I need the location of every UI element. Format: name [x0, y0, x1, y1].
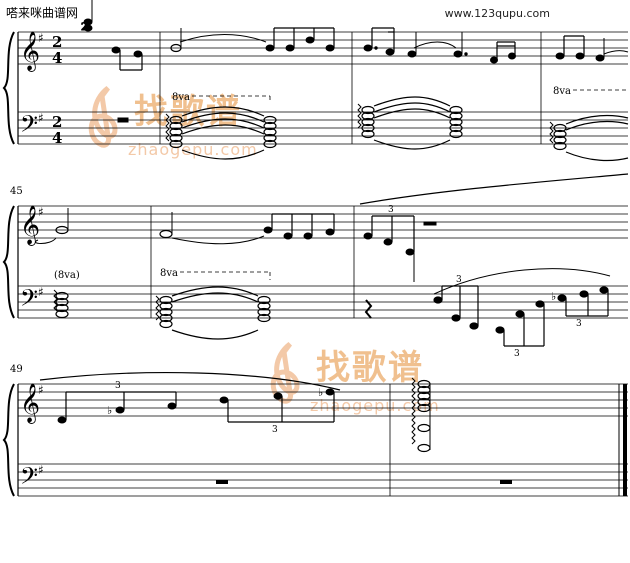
notes-system-2-treble: 3: [35, 173, 629, 282]
system-1: [2, 31, 628, 145]
notes-system-2-bass: (8va) 8va 3 3: [53, 268, 611, 359]
key-sharp-icon: ♯: [38, 463, 44, 477]
system-2: [2, 205, 628, 319]
ottava-label: 8va: [160, 268, 178, 279]
flat-icon: ♭: [107, 404, 112, 417]
time-signature-top: 2: [52, 33, 62, 51]
measure-number-45: 45: [10, 186, 23, 197]
key-sharp-icon: ♯: [38, 111, 44, 125]
time-signature-bottom: 4: [52, 49, 62, 67]
site-url: www.123qupu.com: [444, 7, 550, 20]
treble-clef-icon: 𝄞: [20, 383, 40, 424]
notes-system-1-treble: 2: [81, 0, 629, 71]
bass-clef-icon: 𝄢: [20, 284, 38, 317]
ottava-label: 8va: [553, 86, 571, 97]
system-3: [2, 383, 628, 497]
measure-number-49: 49: [10, 364, 23, 375]
triplet-label: 3: [514, 349, 520, 359]
time-signature-top: 2: [52, 113, 62, 131]
treble-clef-icon: 𝄞: [20, 205, 40, 246]
bass-clef-icon: 𝄢: [20, 110, 38, 143]
site-title: 嗒来咪曲谱网: [6, 6, 79, 20]
notes-system-3-bass: [216, 480, 512, 484]
triplet-label: 3: [388, 205, 394, 215]
time-signature-bottom: 4: [52, 129, 62, 147]
bass-clef-icon: 𝄢: [20, 462, 38, 495]
key-sharp-icon: ♯: [38, 383, 44, 397]
key-sharp-icon: ♯: [38, 205, 44, 219]
triplet-label: 3: [576, 319, 582, 329]
triplet-label: 3: [272, 425, 278, 435]
notes-system-1-bass: 8va 8va: [117, 86, 629, 162]
notes-system-3-treble: 3 ♭ 3 ♭: [39, 371, 431, 453]
flat-icon: ♭: [318, 386, 323, 399]
ottava-label: 8va: [172, 92, 190, 103]
ottava-paren-label: (8va): [54, 270, 80, 281]
key-sharp-icon: ♯: [38, 285, 44, 299]
key-sharp-icon: ♯: [38, 31, 44, 45]
triplet-label: 3: [456, 275, 462, 285]
chord-marking: 2: [81, 22, 87, 33]
triplet-label: 3: [115, 381, 121, 391]
treble-clef-icon: 𝄞: [20, 31, 40, 72]
flat-icon: ♭: [551, 290, 556, 303]
